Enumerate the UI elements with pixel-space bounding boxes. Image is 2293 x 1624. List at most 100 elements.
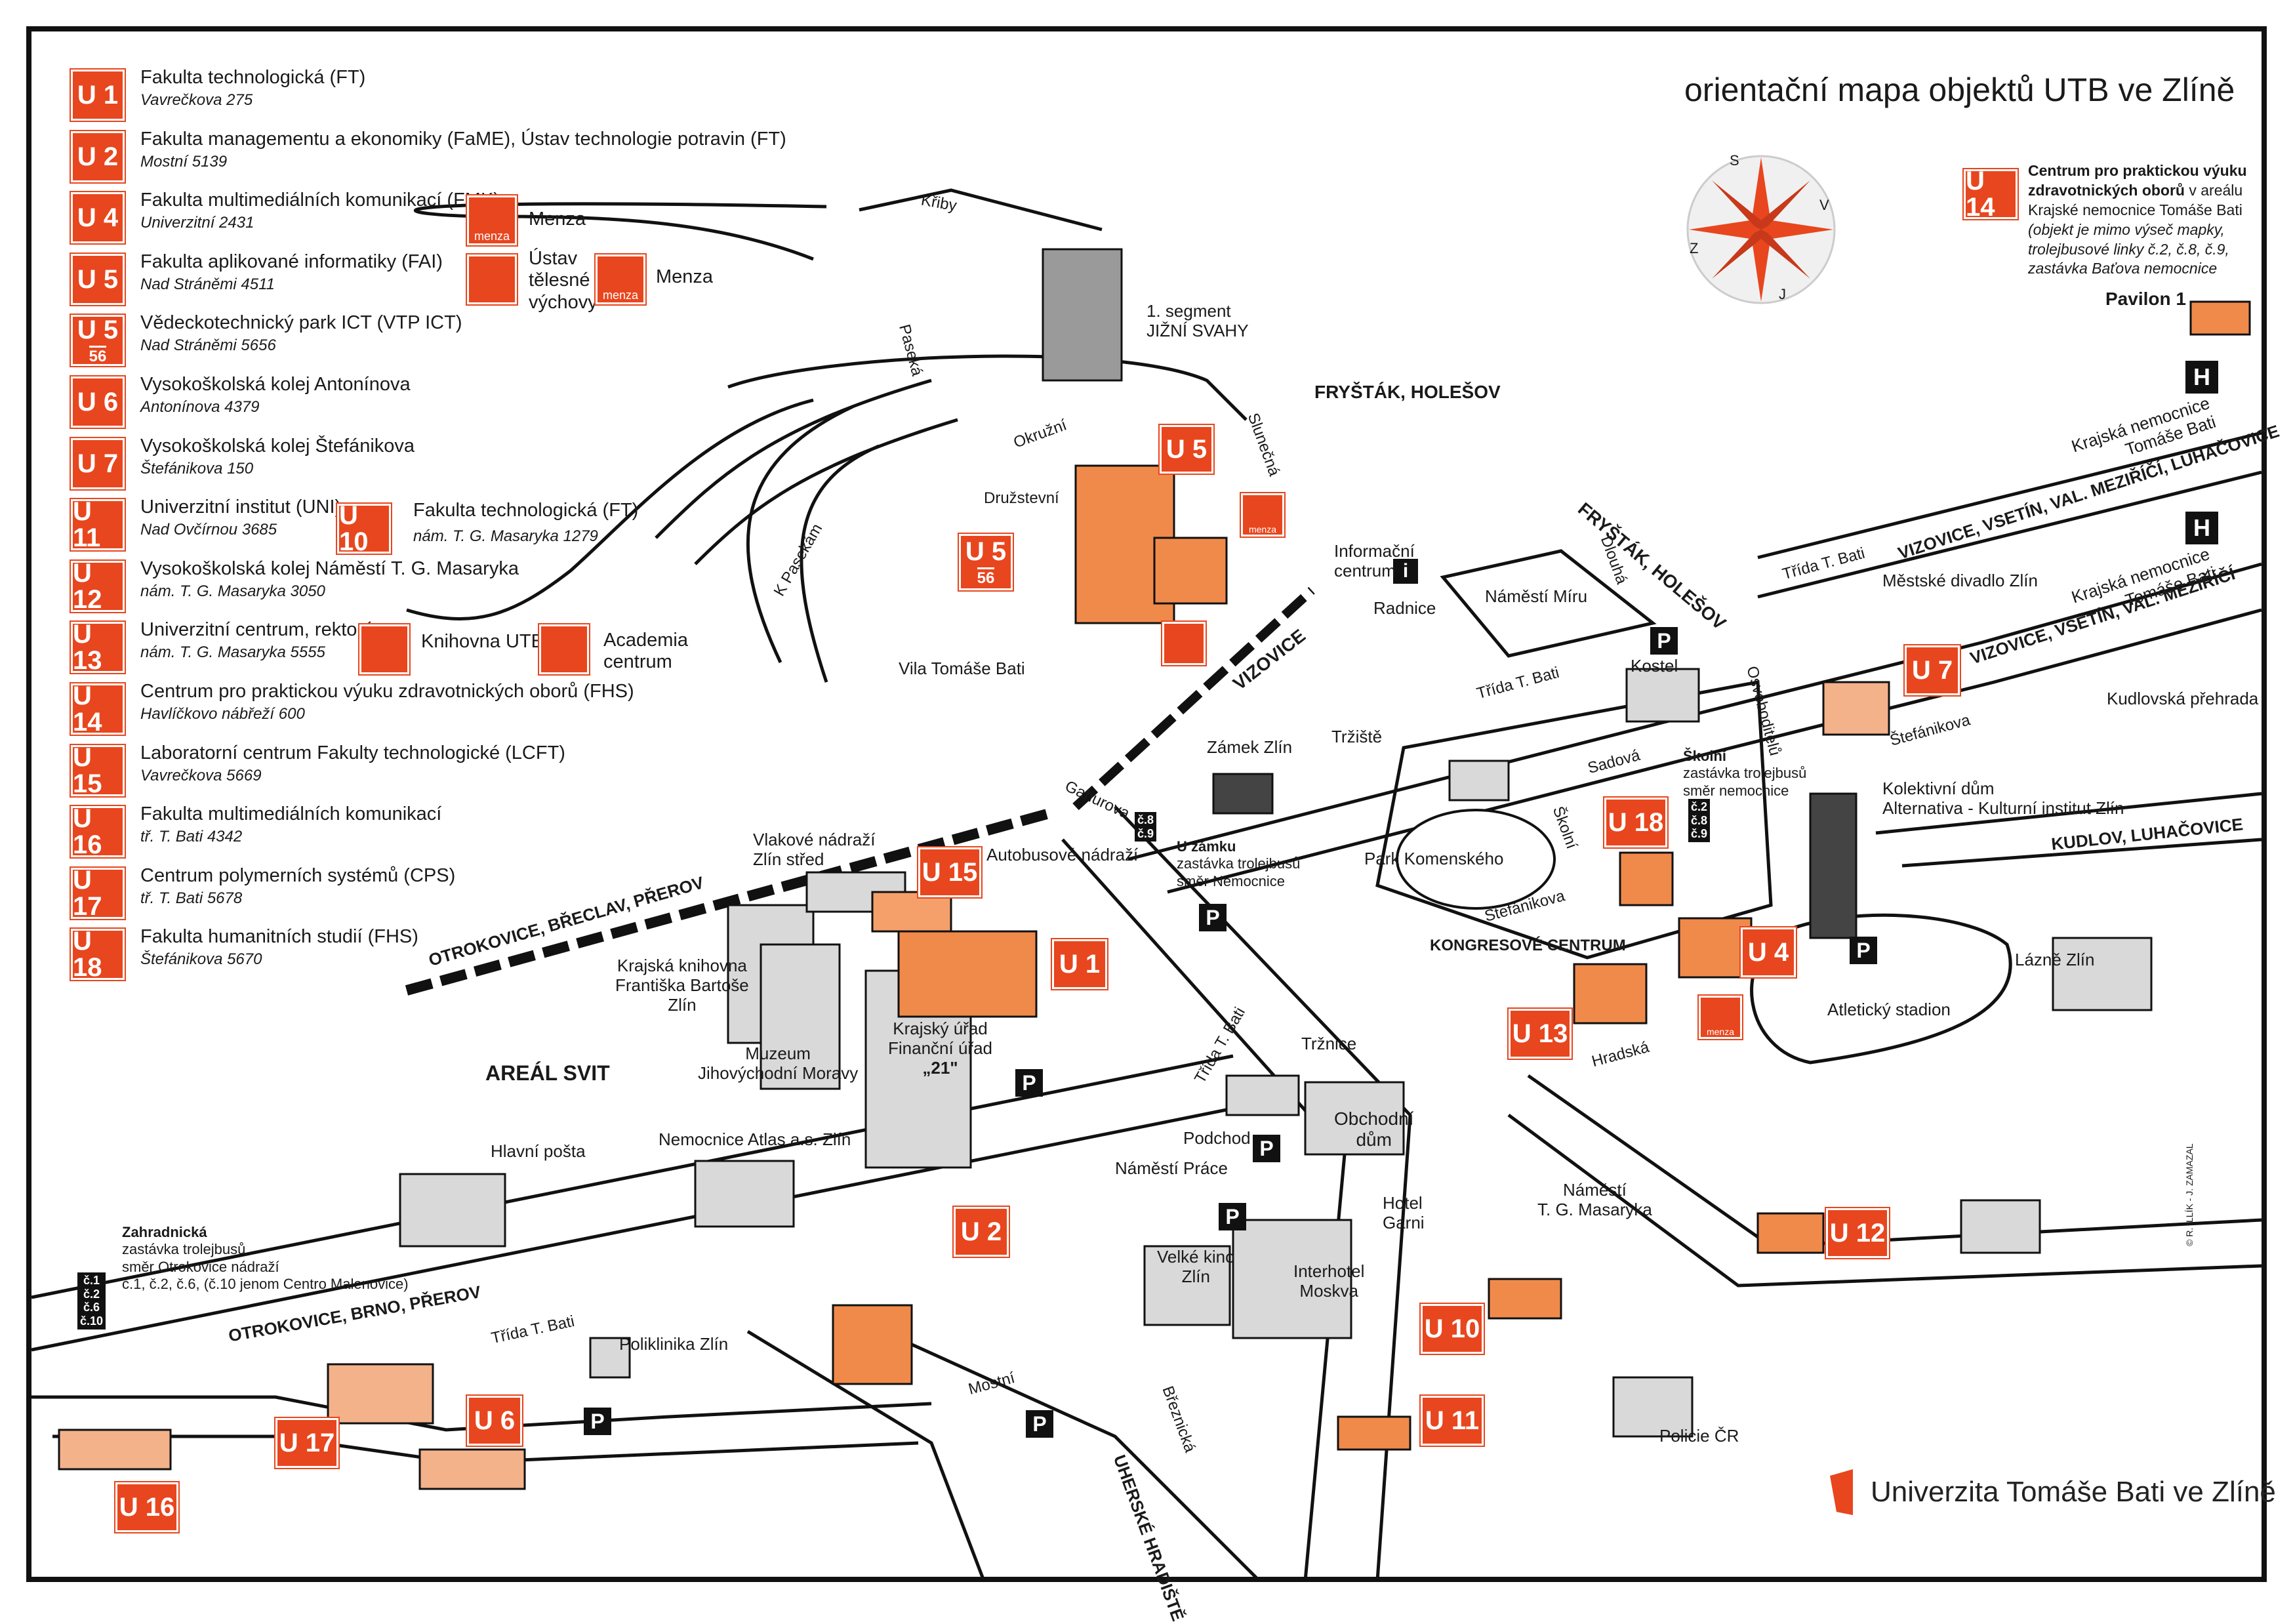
legend-badge: U 17 <box>70 866 126 920</box>
label-areal-svit: AREÁL SVIT <box>485 1061 610 1085</box>
building-u2 <box>832 1304 913 1385</box>
road-east-2 <box>1507 1113 2262 1288</box>
building-u17 <box>327 1363 434 1425</box>
legend-item-address: Nad Stráněmi 5656 <box>140 336 276 354</box>
orange-buildings <box>58 300 2251 1490</box>
label-nemocnice-atlas: Nemocnice Atlas a.s. Zlín <box>659 1129 851 1149</box>
building-u10 <box>1488 1278 1562 1320</box>
building-u15 <box>871 891 952 933</box>
credits: © R. ILLÍK - J. ZAMAZAL <box>2184 1143 2195 1246</box>
map-frame <box>26 26 2267 1582</box>
legend-item: Fakulta technologická (FT)Vavrečkova 275 <box>140 67 365 110</box>
legend-item-title: Centrum pro praktickou výuku zdravotnick… <box>140 681 634 702</box>
label-vila: Vila Tomáše Bati <box>899 659 1025 678</box>
parking-icon-5: P <box>584 1408 611 1435</box>
info-icon: i <box>1393 559 1418 584</box>
building-zamek <box>1212 773 1274 815</box>
legend-item: Centrum pro praktickou výuku zdravotnick… <box>140 681 634 723</box>
label-park: Park Komenského <box>1364 849 1504 868</box>
map-badge-u5: U 5 <box>1158 424 1215 475</box>
building-hlavni-posta <box>399 1173 506 1248</box>
legend-item-title: Vysokoškolská kolej Štefánikova <box>140 436 415 457</box>
parking-icon-2: P <box>1015 1069 1043 1097</box>
legend-badge: U 13 <box>70 620 126 674</box>
legend-badge: U 6 <box>70 375 126 429</box>
map-badge-u11: U 11 <box>1419 1394 1485 1447</box>
park-komenskeho <box>1396 809 1556 910</box>
legend-item-title: Fakulta managementu a ekonomiky (FaME), … <box>140 129 786 150</box>
map-title: orientační mapa objektů UTB ve Zlíně <box>1684 71 2235 108</box>
legend-item-title: Vysokoškolská kolej Náměstí T. G. Masary… <box>140 558 519 579</box>
label-zamek: Zámek Zlín <box>1207 737 1293 757</box>
map-badge-u2: U 2 <box>952 1206 1010 1258</box>
road-left-arc2 <box>694 418 958 565</box>
label-namesti-miru: Náměstí Míru <box>1485 586 1588 606</box>
legend-item: Vědeckotechnický park ICT (VTP ICT)Nad S… <box>140 312 462 355</box>
map-badge-u16: U 16 <box>114 1481 180 1533</box>
academia-icon <box>538 623 590 676</box>
label-trznice: Tržnice <box>1301 1034 1357 1053</box>
legend-badge: U 12 <box>70 559 126 613</box>
legend-badge: U 14 <box>70 682 126 736</box>
parking-icon-7: P <box>1650 627 1678 655</box>
road-south-1 <box>746 1330 986 1581</box>
legend-item-address: tř. T. Bati 5678 <box>140 889 243 907</box>
legend-item-address: Univerzitní 2431 <box>140 214 254 232</box>
map-badge-u6: U 6 <box>466 1394 523 1447</box>
building-u13 <box>1573 963 1648 1025</box>
sport-icon <box>466 253 518 306</box>
label-hlavni-posta: Hlavní pošta <box>491 1141 586 1161</box>
legend-badge: U 5 <box>70 253 126 306</box>
legend-menza-label: Menza <box>529 209 586 230</box>
hospital-icon-2: H <box>2185 512 2218 544</box>
building-nemocnice-atlas <box>694 1160 795 1228</box>
legend-item-address: Vavrečkova 5669 <box>140 767 262 784</box>
building-divadlo <box>1625 668 1700 723</box>
building-lazne <box>2052 937 2153 1011</box>
road-okruzni <box>413 202 827 261</box>
legend-item: Univerzitní institut (UNI)Nad Ovčírnou 3… <box>140 497 341 539</box>
map-badge-u15: U 15 <box>917 846 983 899</box>
road-east-1 <box>1527 1074 2262 1248</box>
legend-item-address: Nad Stráněmi 4511 <box>140 275 275 293</box>
legend-badge: U 15 <box>70 744 126 798</box>
legend-item-title: Fakulta aplikované informatiky (FAI) <box>140 251 443 272</box>
legend-item: Laboratorní centrum Fakulty technologick… <box>140 742 565 785</box>
road-left-arc <box>655 378 932 539</box>
legend-item-title: Univerzitní institut (UNI) <box>140 497 342 518</box>
label-pavilon: Pavilon 1 <box>2105 289 2186 309</box>
road-vizovice2 <box>1757 470 2262 599</box>
legend-badge-u10: U 10 <box>336 502 392 555</box>
map-badge-u17: U 17 <box>274 1417 340 1469</box>
legend-item: Fakulta aplikované informatiky (FAI) Nad … <box>140 251 443 294</box>
building-u1 <box>897 930 1038 1018</box>
badge-u14: U 14 <box>1962 168 2019 220</box>
legend-item-title: Vysokoškolská kolej Antonínova <box>140 374 411 395</box>
road-kudlov <box>1875 792 2262 835</box>
building-u12 <box>1756 1212 1825 1254</box>
map-badge-u18: U 18 <box>1603 796 1669 849</box>
legend-u10-title: Fakulta technologická (FT) <box>413 500 639 521</box>
legend-item-address: nám. T. G. Masaryka 3050 <box>140 582 325 600</box>
parking-icon-3: P <box>1253 1135 1280 1162</box>
building-trznice <box>1225 1074 1300 1116</box>
road-kudlov2 <box>1901 838 2262 868</box>
map-badge-u10: U 10 <box>1419 1303 1485 1355</box>
label-radnice: Radnice <box>1373 598 1436 618</box>
map-sport-icon <box>1161 620 1207 666</box>
label-atleticky: Atletický stadion <box>1827 1000 1951 1019</box>
